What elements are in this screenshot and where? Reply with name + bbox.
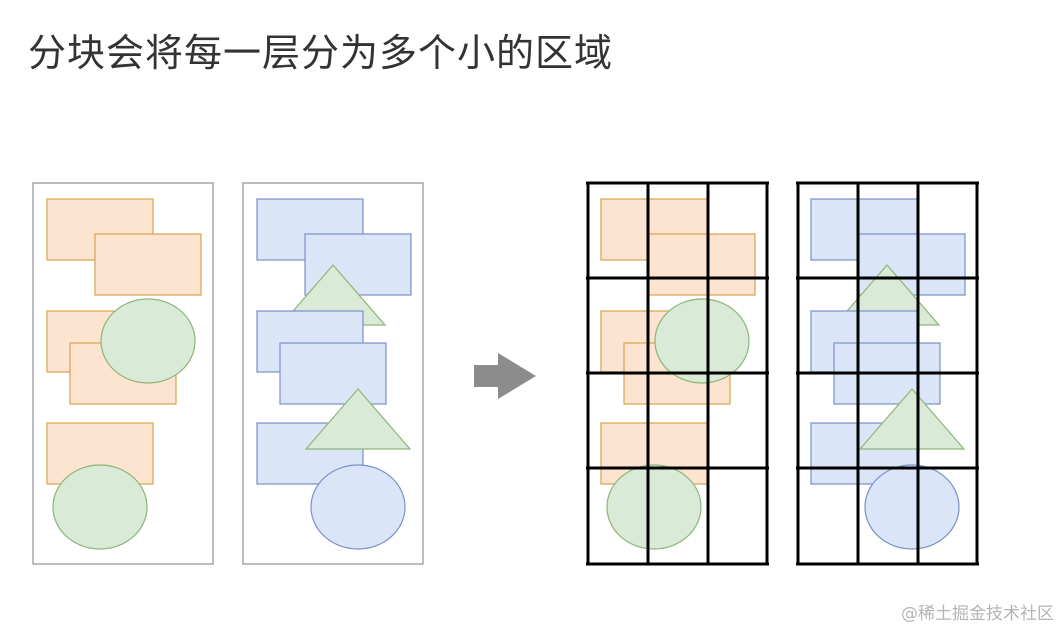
layer-panel-orange — [32, 182, 214, 565]
blue-ellipse — [310, 464, 406, 550]
blue-ellipse — [864, 464, 960, 550]
watermark: @稀土掘金技术社区 — [901, 604, 1054, 624]
blue-rect — [304, 233, 412, 296]
green-ellipse — [52, 464, 148, 550]
tiled-panel-blue — [796, 181, 979, 566]
green-ellipse — [606, 464, 702, 550]
tiled-panel-orange — [586, 181, 769, 566]
orange-rect — [94, 233, 202, 296]
green-ellipse — [654, 298, 750, 384]
green-triangle — [304, 388, 412, 450]
orange-rect — [648, 233, 756, 296]
tile-grid — [586, 181, 769, 566]
blue-rect — [279, 342, 387, 405]
layer-panel-blue — [242, 182, 424, 565]
green-ellipse — [100, 298, 196, 384]
right-arrow-icon — [474, 353, 536, 399]
tile-grid — [796, 181, 979, 566]
page-title: 分块会将每一层分为多个小的区域 — [28, 31, 614, 75]
green-triangle — [858, 388, 966, 450]
